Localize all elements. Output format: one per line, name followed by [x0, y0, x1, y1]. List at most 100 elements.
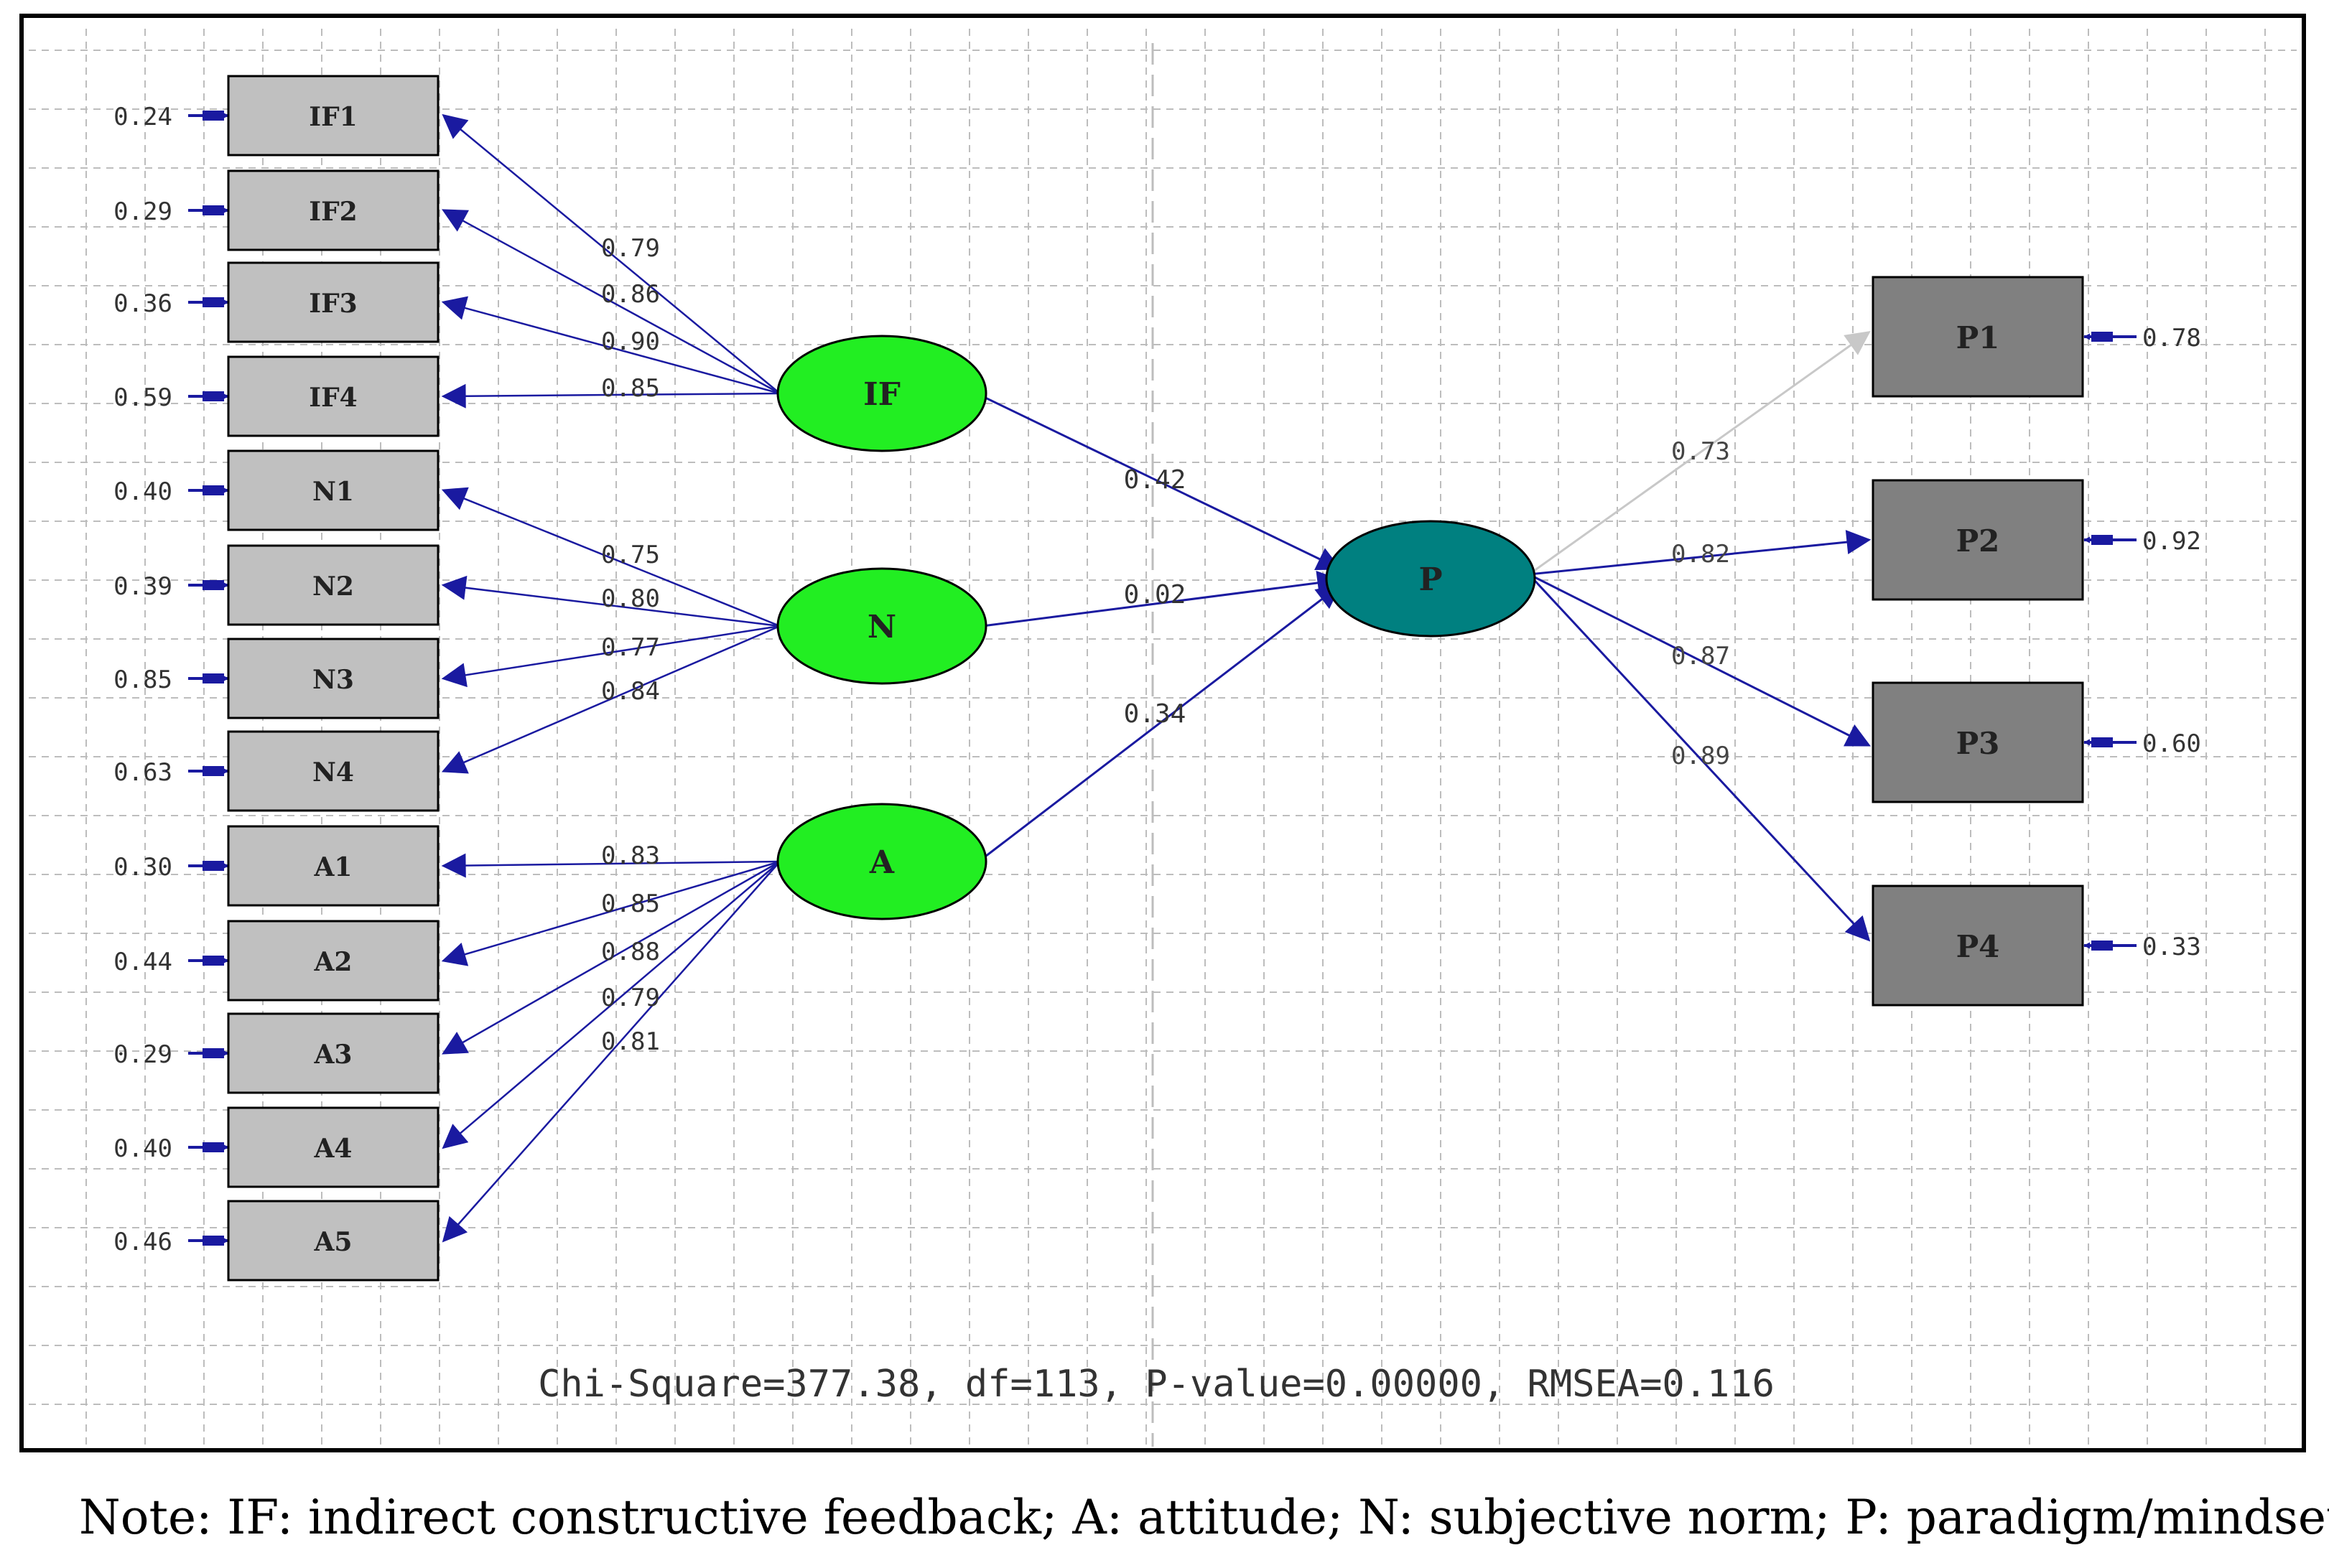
error-variance-label: 0.29: [113, 197, 172, 226]
indicator-label: IF2: [309, 197, 357, 227]
indicator-box: [227, 75, 440, 157]
loading-label: 0.82: [1671, 540, 1730, 569]
indicator-label: A4: [314, 1134, 353, 1164]
latent-if[interactable]: IF: [776, 335, 987, 452]
loading-label: 0.85: [601, 890, 660, 918]
loading-path: [441, 625, 781, 688]
indicator-box: [1872, 885, 2084, 1007]
loading-path: [442, 860, 781, 1055]
loading-path: [442, 113, 781, 394]
latent-label: P: [1418, 561, 1442, 598]
error-arrow-head: [203, 580, 224, 590]
error-variance-label: 0.85: [113, 666, 172, 694]
loading-label: 0.73: [1671, 437, 1730, 466]
indicator-p3[interactable]: P3: [1872, 681, 2084, 803]
error-arrow-head: [2091, 941, 2113, 951]
indicator-if2[interactable]: IF2: [227, 169, 440, 251]
loading-path: [441, 575, 781, 627]
error-variance-label: 0.59: [113, 383, 172, 412]
indicator-box: [1872, 681, 2084, 803]
indicator-if4[interactable]: IF4: [227, 355, 440, 437]
indicator-box: [1872, 479, 2084, 601]
indicator-label: A1: [314, 852, 353, 882]
loading-path: [441, 487, 781, 627]
indicator-box: [227, 730, 440, 812]
loading-label: 0.86: [601, 280, 660, 309]
loading-path: [1528, 573, 1872, 747]
indicator-box: [227, 1200, 440, 1282]
indicator-a3[interactable]: A3: [227, 1012, 440, 1094]
latent-n[interactable]: N: [776, 567, 987, 685]
latent-ellipse: [776, 335, 987, 452]
indicator-box: [227, 1106, 440, 1188]
indicator-n2[interactable]: N2: [227, 544, 440, 626]
structural-path: [982, 571, 1342, 627]
structural-coefficient-label: 0.42: [1124, 465, 1186, 495]
loading-path: [442, 209, 781, 395]
indicator-box: [1872, 276, 2084, 398]
loading-path: [441, 860, 781, 966]
indicator-n1[interactable]: N1: [227, 449, 440, 531]
indicator-n4[interactable]: N4: [227, 730, 440, 812]
loading-path: [441, 383, 781, 409]
loading-label: 0.79: [601, 234, 660, 263]
indicator-p2[interactable]: P2: [1872, 479, 2084, 601]
indicator-box: [227, 825, 440, 907]
loading-label: 0.89: [1671, 742, 1730, 770]
indicator-a2[interactable]: A2: [227, 920, 440, 1002]
loading-path: [441, 625, 781, 774]
error-arrow-head: [203, 1142, 224, 1152]
fit-statistics: Chi-Square=377.38, df=113, P-value=0.000…: [538, 1363, 1775, 1406]
loading-path: [441, 296, 781, 395]
error-arrow-head: [203, 673, 224, 683]
indicator-if1[interactable]: IF1: [227, 75, 440, 157]
loading-label: 0.79: [601, 984, 660, 1012]
loading-label: 0.81: [601, 1027, 660, 1056]
latent-label: N: [868, 609, 896, 645]
indicator-label: P3: [1956, 726, 2000, 761]
error-variance-label: 0.92: [2142, 527, 2201, 556]
latent-ellipse: [1325, 520, 1536, 638]
indicator-label: P4: [1956, 929, 2000, 964]
error-variance-label: 0.63: [113, 758, 172, 787]
indicator-a4[interactable]: A4: [227, 1106, 440, 1188]
loading-path: [1528, 331, 1871, 576]
structural-coefficient-label: 0.34: [1124, 699, 1186, 729]
latent-ellipse: [776, 567, 987, 685]
latent-ellipse: [776, 803, 987, 920]
latent-p[interactable]: P: [1325, 520, 1536, 638]
indicator-box: [227, 638, 440, 719]
indicator-n3[interactable]: N3: [227, 638, 440, 719]
indicator-box: [227, 261, 440, 343]
structural-path: [982, 395, 1342, 571]
indicator-label: P1: [1956, 320, 2000, 355]
indicator-box: [227, 355, 440, 437]
error-variance-label: 0.46: [113, 1228, 172, 1256]
latent-a[interactable]: A: [776, 803, 987, 920]
latent-label: IF: [863, 376, 901, 413]
loading-label: 0.90: [601, 327, 660, 356]
error-arrow-head: [203, 485, 224, 495]
loading-path: [1528, 530, 1872, 576]
loading-label: 0.75: [601, 541, 660, 569]
indicator-label: N2: [312, 571, 354, 602]
indicator-box: [227, 544, 440, 626]
indicator-label: N3: [312, 665, 354, 695]
error-variance-label: 0.44: [113, 948, 172, 976]
structural-coefficient-label: 0.02: [1124, 580, 1186, 610]
error-arrow-head: [203, 205, 224, 215]
indicator-box: [227, 920, 440, 1002]
indicator-a5[interactable]: A5: [227, 1200, 440, 1282]
error-arrow-head: [203, 1048, 224, 1058]
indicator-p1[interactable]: P1: [1872, 276, 2084, 398]
figure-note: Note: IF: indirect constructive feedback…: [79, 1490, 2329, 1545]
loading-label: 0.88: [601, 938, 660, 966]
path-arrows: [188, 111, 2137, 1246]
indicator-a1[interactable]: A1: [227, 825, 440, 907]
error-variance-label: 0.29: [113, 1040, 172, 1069]
structural-path: [982, 584, 1342, 860]
indicator-p4[interactable]: P4: [1872, 885, 2084, 1007]
indicator-if3[interactable]: IF3: [227, 261, 440, 343]
